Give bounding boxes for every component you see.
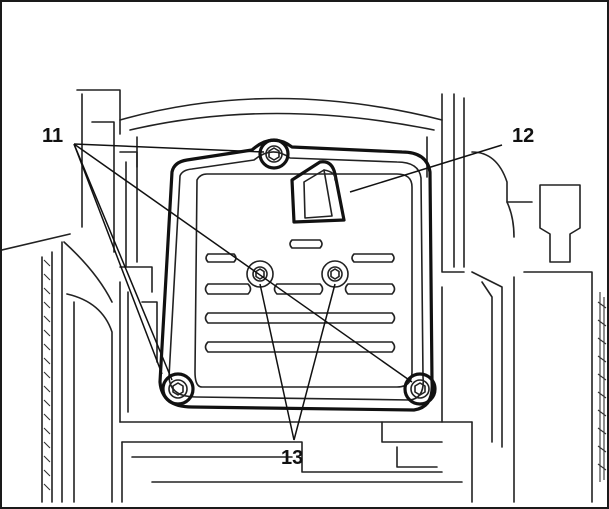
background-structure [2,89,607,503]
valve-cover [158,138,434,412]
leader-lines [73,143,503,441]
cover-bolts [161,138,437,406]
callout-13: 13 [281,447,303,469]
callout-11: 11 [42,125,63,147]
bolt-icon [161,372,195,406]
bolt-icon [258,138,290,170]
center-screws [246,260,349,288]
callout-12: 12 [512,125,534,147]
screw-icon [321,260,349,288]
screw-icon [246,260,274,288]
bolt-icon [403,372,437,406]
